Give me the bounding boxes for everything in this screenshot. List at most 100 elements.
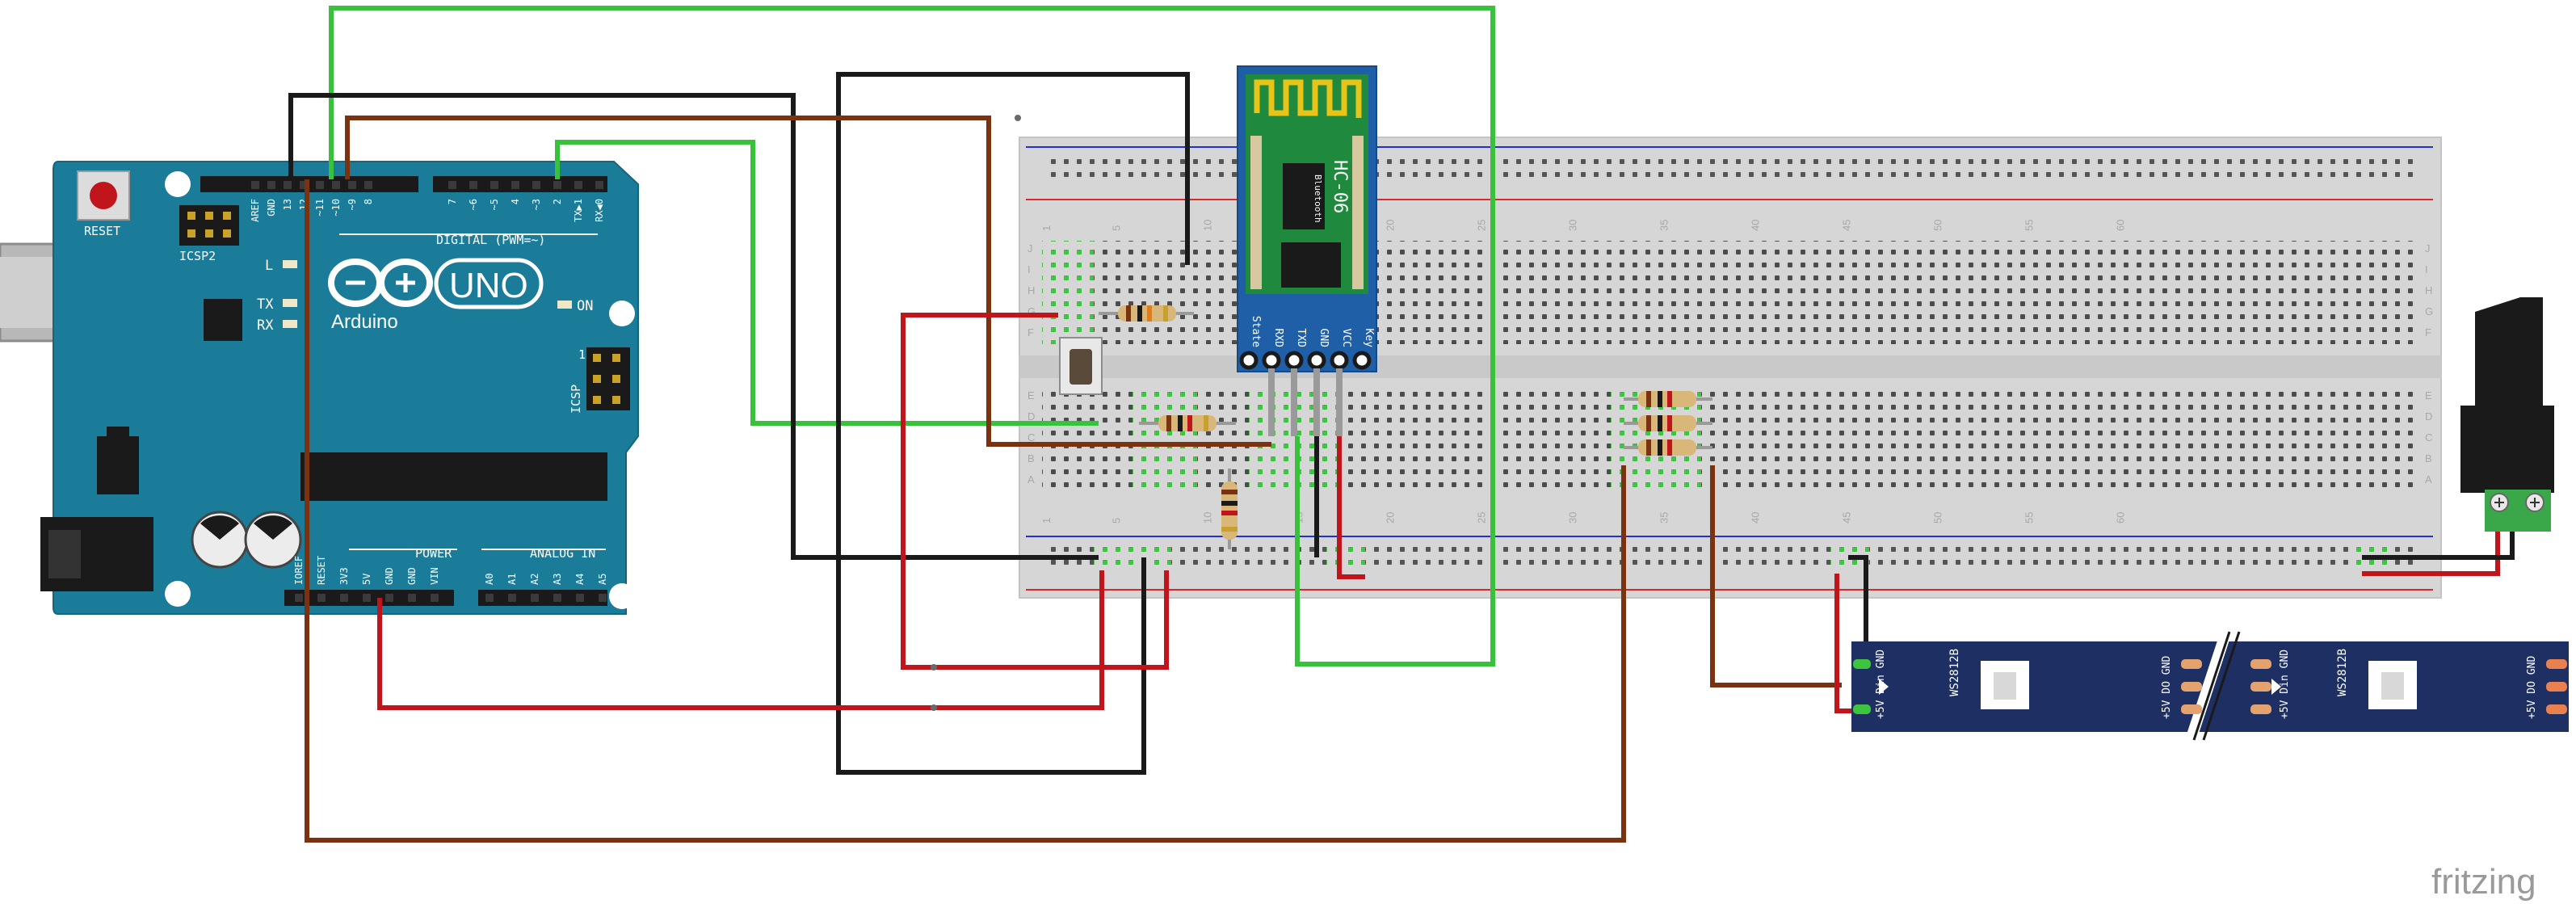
bb-row-letter-right: J [2425, 242, 2431, 254]
atmega-chip [300, 452, 607, 501]
bb-col-number-bottom: 45 [1840, 512, 1852, 523]
wire-brown-led [305, 179, 1626, 843]
wire-brown-strip [1710, 465, 1842, 687]
bb-col-number-bottom: 5 [1110, 518, 1122, 523]
bb-col-number-top: 20 [1384, 220, 1396, 231]
bb-row-letter-right: B [2425, 452, 2432, 465]
wire-red-strip [1834, 574, 1858, 713]
wire-red-button [901, 313, 1169, 670]
hc06-pin-leg [1336, 368, 1343, 436]
bb-row-letter-right: F [2425, 326, 2431, 338]
digital-pin [511, 181, 519, 189]
analog-pin [485, 594, 494, 602]
breadboard-bottom-terminal [1042, 388, 2415, 491]
digital-pin-label: TX▶1 [573, 199, 584, 222]
strip-pads-output-label: +5V DO GND [2526, 656, 2538, 719]
digital-pin [300, 181, 308, 189]
digital-pin [284, 181, 292, 189]
bb-col-number-top: 1 [1040, 225, 1053, 231]
power-label: POWER [415, 546, 452, 561]
wire-red-jack [2362, 530, 2500, 576]
hc06-pin [1262, 351, 1281, 370]
power-pin [363, 594, 371, 602]
hc06-pin-label: State [1250, 316, 1262, 347]
icsp-label: ICSP [569, 385, 583, 414]
breadboard-bottom-rails [1026, 536, 2433, 591]
wire-green-pin2 [555, 140, 1099, 426]
led-strip: WS2812B WS2812B +5V Din GND+5V DO GND+5V… [1851, 629, 2569, 742]
digital-header-pins [251, 181, 603, 189]
bb-col-number-bottom: 20 [1384, 512, 1396, 523]
bb-row-letter-left: E [1027, 389, 1035, 402]
icsp2-header [179, 205, 239, 246]
wire-black-hc06 [836, 72, 1190, 775]
digital-pin [332, 181, 340, 189]
bb-row-letter-right: G [2425, 305, 2433, 317]
digital-pin [316, 181, 324, 189]
bb-col-number-top: 30 [1566, 220, 1578, 231]
hc06-pin-leg [1268, 368, 1275, 436]
bb-row-letter-right: D [2425, 410, 2432, 423]
board-brand: Arduino [331, 311, 398, 333]
hc06-pin [1284, 351, 1304, 370]
digital-pin [364, 181, 372, 189]
wire-junctions [931, 115, 1021, 711]
icsp2-label: ICSP2 [179, 249, 216, 263]
power-pin [431, 594, 439, 602]
bb-row-letter-right: I [2425, 263, 2428, 275]
voltage-regulator [97, 436, 139, 494]
digital-pin-label: 2 [552, 199, 563, 204]
hc06-pin [1239, 351, 1259, 370]
bb-row-letter-right: C [2425, 431, 2432, 444]
led-tx-label: TX [257, 296, 274, 313]
hc06-pin-label: Key [1363, 329, 1375, 348]
digital-pin [490, 181, 498, 189]
bb-col-number-top: 35 [1658, 220, 1670, 231]
power-pin-label: GND [406, 567, 418, 585]
digital-pin [267, 181, 275, 189]
digital-pin-label: ~5 [489, 199, 500, 210]
bb-row-letter-left: A [1027, 473, 1035, 486]
bb-col-number-top: 50 [1931, 220, 1944, 231]
hc06-sub: Bluetooth [1313, 174, 1323, 223]
digital-pin-label: GND [266, 199, 277, 217]
analog-pin [599, 594, 607, 602]
analog-pin-label: A4 [574, 574, 586, 585]
power-pin-label: RESET [316, 556, 327, 585]
wire-black-strip [1848, 555, 1868, 662]
bb-row-letter-left: F [1027, 326, 1034, 338]
hc06-pin-leg [1313, 368, 1320, 436]
resistor-group [1624, 391, 1712, 456]
digital-pin-label: ~6 [468, 199, 479, 210]
digital-pin-label: AREF [250, 199, 261, 222]
hc06-pin [1352, 351, 1372, 370]
wire-green-pin12 [329, 6, 1495, 666]
digital-pin-label: ~11 [314, 199, 326, 217]
hc06-pin-label: VCC [1340, 329, 1352, 347]
bb-col-number-top: 55 [2023, 220, 2035, 231]
bb-row-letter-left: G [1027, 305, 1036, 317]
wire-red-vcc [1337, 436, 1365, 579]
digital-pin-label: 13 [282, 199, 293, 210]
analog-pin [553, 594, 561, 602]
hc06-pin [1330, 351, 1349, 370]
digital-pin [448, 181, 456, 189]
bb-col-number-bottom: 30 [1566, 512, 1578, 523]
digital-pin-label: ~9 [347, 199, 358, 210]
hc06-model: HC-06 [1330, 160, 1350, 213]
power-pin [317, 594, 326, 602]
analog-pin-label: A3 [552, 574, 563, 585]
analog-pin-label: A2 [529, 574, 540, 585]
bb-col-number-bottom: 50 [1931, 512, 1944, 523]
power-pin-label: IOREF [293, 556, 305, 585]
analog-header [478, 590, 607, 606]
power-pin-label: 5V [361, 574, 372, 585]
strip-pads-mid-b-label: +5V Din GND [2279, 650, 2291, 719]
led-chip-label-1: WS2812B [1948, 649, 1961, 696]
bb-row-letter-left: D [1027, 410, 1035, 423]
analog-label: ANALOG IN [530, 546, 595, 561]
wire-red-5v [377, 570, 1104, 710]
antenna-trace [1254, 79, 1362, 118]
